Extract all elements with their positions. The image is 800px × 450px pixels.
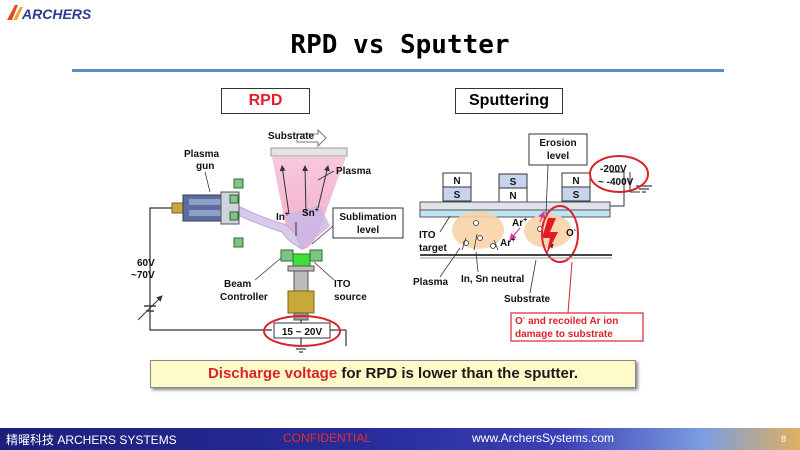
summary-callout: Discharge voltage for RPD is lower than … [150,360,636,388]
svg-text:N: N [572,176,579,187]
sputter-diagram: N S S N N S [413,133,652,342]
ito-source-pellet [292,253,311,267]
rpd-plasma-plume [272,157,346,250]
footer-website: www.ArchersSystems.com [472,431,615,445]
beam-controller-label-2: Controller [220,292,268,303]
rpd-voltage-bottom: 15 ~ 20V [282,327,323,338]
footer-company: 精曜科技 ARCHERS SYSTEMS [6,433,177,447]
svg-text:O-and recoiled Ar ion: O-and recoiled Ar ion [515,315,618,327]
sputter-voltage-highlight [589,155,649,193]
source-holder [287,290,315,314]
rpd-circuit-wire [149,207,272,331]
sputter-o-ion: O [566,228,574,239]
rpd-diagram: Substrate Plasma In+ Sn+ Plasma gun Subl… [131,128,404,353]
svg-text:Ar+: Ar+ [500,237,515,249]
erosion-label-1: Erosion [539,138,576,149]
sputter-plasma-left [452,211,504,249]
callout-highlight: Discharge voltage [207,365,338,382]
in-sn-neutral-label: In, Sn neutral [461,274,525,285]
sputter-substrate-label: Substrate [504,294,551,305]
damage-note-line-2: damage to substrate [515,329,613,340]
damage-note-box [510,312,644,342]
footer-bar [0,428,800,450]
footer-confidential: CONFIDENTIAL [283,431,372,445]
magnet-coil-top [233,178,244,189]
svg-text:N: N [509,191,516,202]
damage-note-o-ion: O [515,316,523,327]
svg-text:O-: O- [566,227,577,239]
beam-controller-right [309,249,323,262]
magnet-pair-2: S N [498,173,528,203]
ito-target-label-1: ITO [419,230,436,241]
beam-controller-label-1: Beam [224,279,251,290]
plasma-gun-label-2: gun [196,161,214,172]
sputter-ar-ion-1: Ar [512,218,523,229]
rpd-plasma-label: Plasma [336,166,371,177]
archers-logo: ARCHERS [7,5,92,22]
beam-controller-left [280,249,294,262]
svg-text:Ar+: Ar+ [512,217,527,229]
rpd-substrate-plate [270,147,348,157]
svg-text:N: N [453,176,460,187]
rpd-plasma-beam-front [285,205,330,250]
variable-supply-arrow-icon [137,295,163,321]
sputter-voltage-1: -200V [600,164,627,175]
rpd-voltage-left-2: ~70V [131,270,155,281]
erosion-label-2: level [547,151,569,162]
substrate-motion-arrow-icon [296,128,327,148]
sublimation-box [332,207,404,239]
damage-lightning-icon [542,218,558,256]
damage-note-line-1: and recoiled Ar ion [528,316,618,327]
logo-text: ARCHERS [21,6,92,22]
magnet-pair-3: N S [561,172,591,202]
backing-plate [419,201,611,211]
ito-target-plate [419,209,611,218]
svg-text:S: S [510,177,517,188]
svg-text:S: S [454,190,461,201]
magnet-coil-bottom [233,237,244,248]
rpd-substrate-label: Substrate [268,131,315,142]
ito-source-label-2: source [334,292,367,303]
sublimation-label-2: level [357,225,379,236]
svg-text:Sn+: Sn+ [302,207,319,219]
page-title: RPD vs Sputter [290,30,510,60]
logo-mark-icon [7,5,18,20]
plasma-gun-label-1: Plasma [184,149,219,160]
page-number: 8 [781,434,787,444]
sputter-voltage-2: ~ -400V [598,177,634,188]
svg-text:In+: In+ [276,211,289,223]
rpd-voltage-left-1: 60V [137,258,155,269]
rpd-label: RPD [221,88,310,114]
rpd-voltage-highlight [263,315,341,347]
sn-ion-label: Sn [302,208,315,219]
erosion-box [528,133,588,166]
sputtering-label: Sputtering [455,88,563,114]
damage-highlight [541,205,579,263]
sputter-plasma-label: Plasma [413,277,448,288]
svg-text:S: S [573,190,580,201]
magnet-pair-1: N S [442,172,472,202]
ito-target-label-2: target [419,243,447,254]
sputter-ar-ion-2: Ar [500,238,511,249]
callout-text: for RPD is lower than the sputter. [337,365,579,382]
logo-mark-icon-2 [13,7,23,20]
ito-source-label-1: ITO [334,279,351,290]
in-ion-label: In [276,212,285,223]
title-divider [72,69,724,72]
sublimation-label-1: Sublimation [339,212,396,223]
